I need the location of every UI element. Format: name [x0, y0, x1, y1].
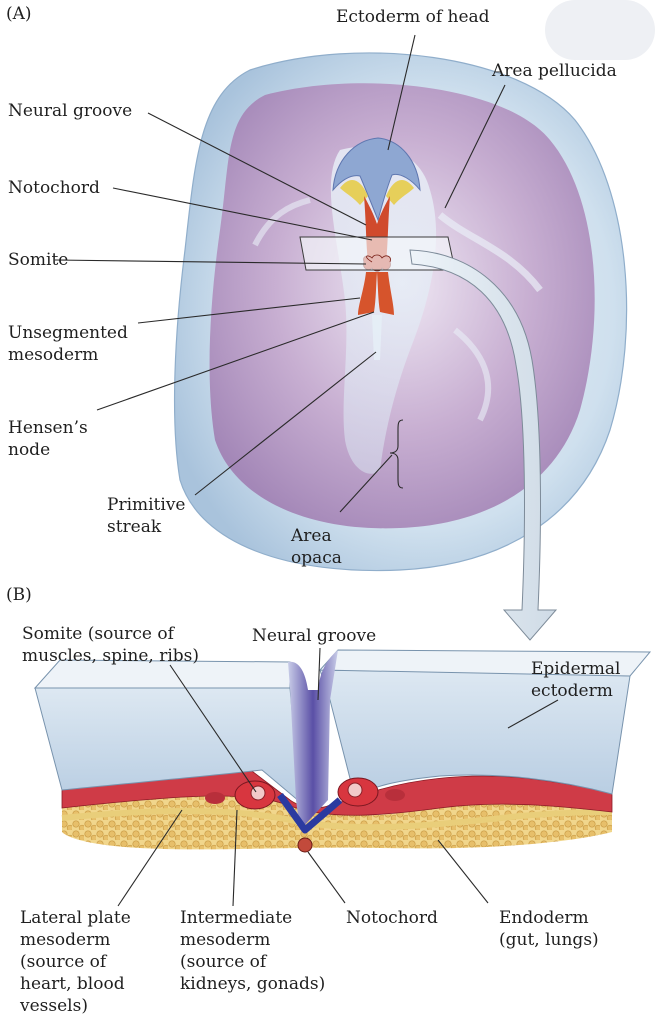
somite-left [235, 781, 275, 809]
label-notochord: Notochord [8, 177, 100, 199]
label-somite-b: Somite (source of muscles, spine, ribs) [22, 623, 199, 667]
page-bleed [545, 0, 655, 60]
label-somite: Somite [8, 249, 68, 271]
label-area-pellucida: Area pellucida [492, 60, 617, 82]
somite-right [338, 778, 378, 806]
label-ectoderm-of-head: Ectoderm of head [336, 6, 490, 28]
leader-notochord-b [308, 852, 345, 903]
label-neural-groove: Neural groove [8, 100, 132, 122]
label-intermediate-mesoderm: Intermediate mesoderm (source of kidneys… [180, 907, 325, 995]
label-area-opaca: Area opaca [291, 525, 342, 569]
label-lateral-plate-mesoderm: Lateral plate mesoderm (source of heart,… [20, 907, 131, 1017]
intermediate-mesoderm-left [205, 792, 225, 804]
label-primitive-streak: Primitive streak [107, 494, 186, 538]
label-hensens-node: Hensen’s node [8, 417, 88, 461]
intermediate-mesoderm-right [385, 789, 405, 801]
label-notochord-b: Notochord [346, 907, 438, 929]
label-unsegmented-mesoderm: Unsegmented mesoderm [8, 322, 128, 366]
panel-label-b: (B) [6, 585, 32, 605]
notochord-b-shape [298, 838, 312, 852]
label-endoderm: Endoderm (gut, lungs) [499, 907, 599, 951]
label-epidermal-ectoderm: Epidermal ectoderm [531, 658, 621, 702]
panel-label-a: (A) [6, 4, 32, 24]
label-neural-groove-b: Neural groove [252, 625, 376, 647]
leader-endoderm [438, 840, 488, 903]
